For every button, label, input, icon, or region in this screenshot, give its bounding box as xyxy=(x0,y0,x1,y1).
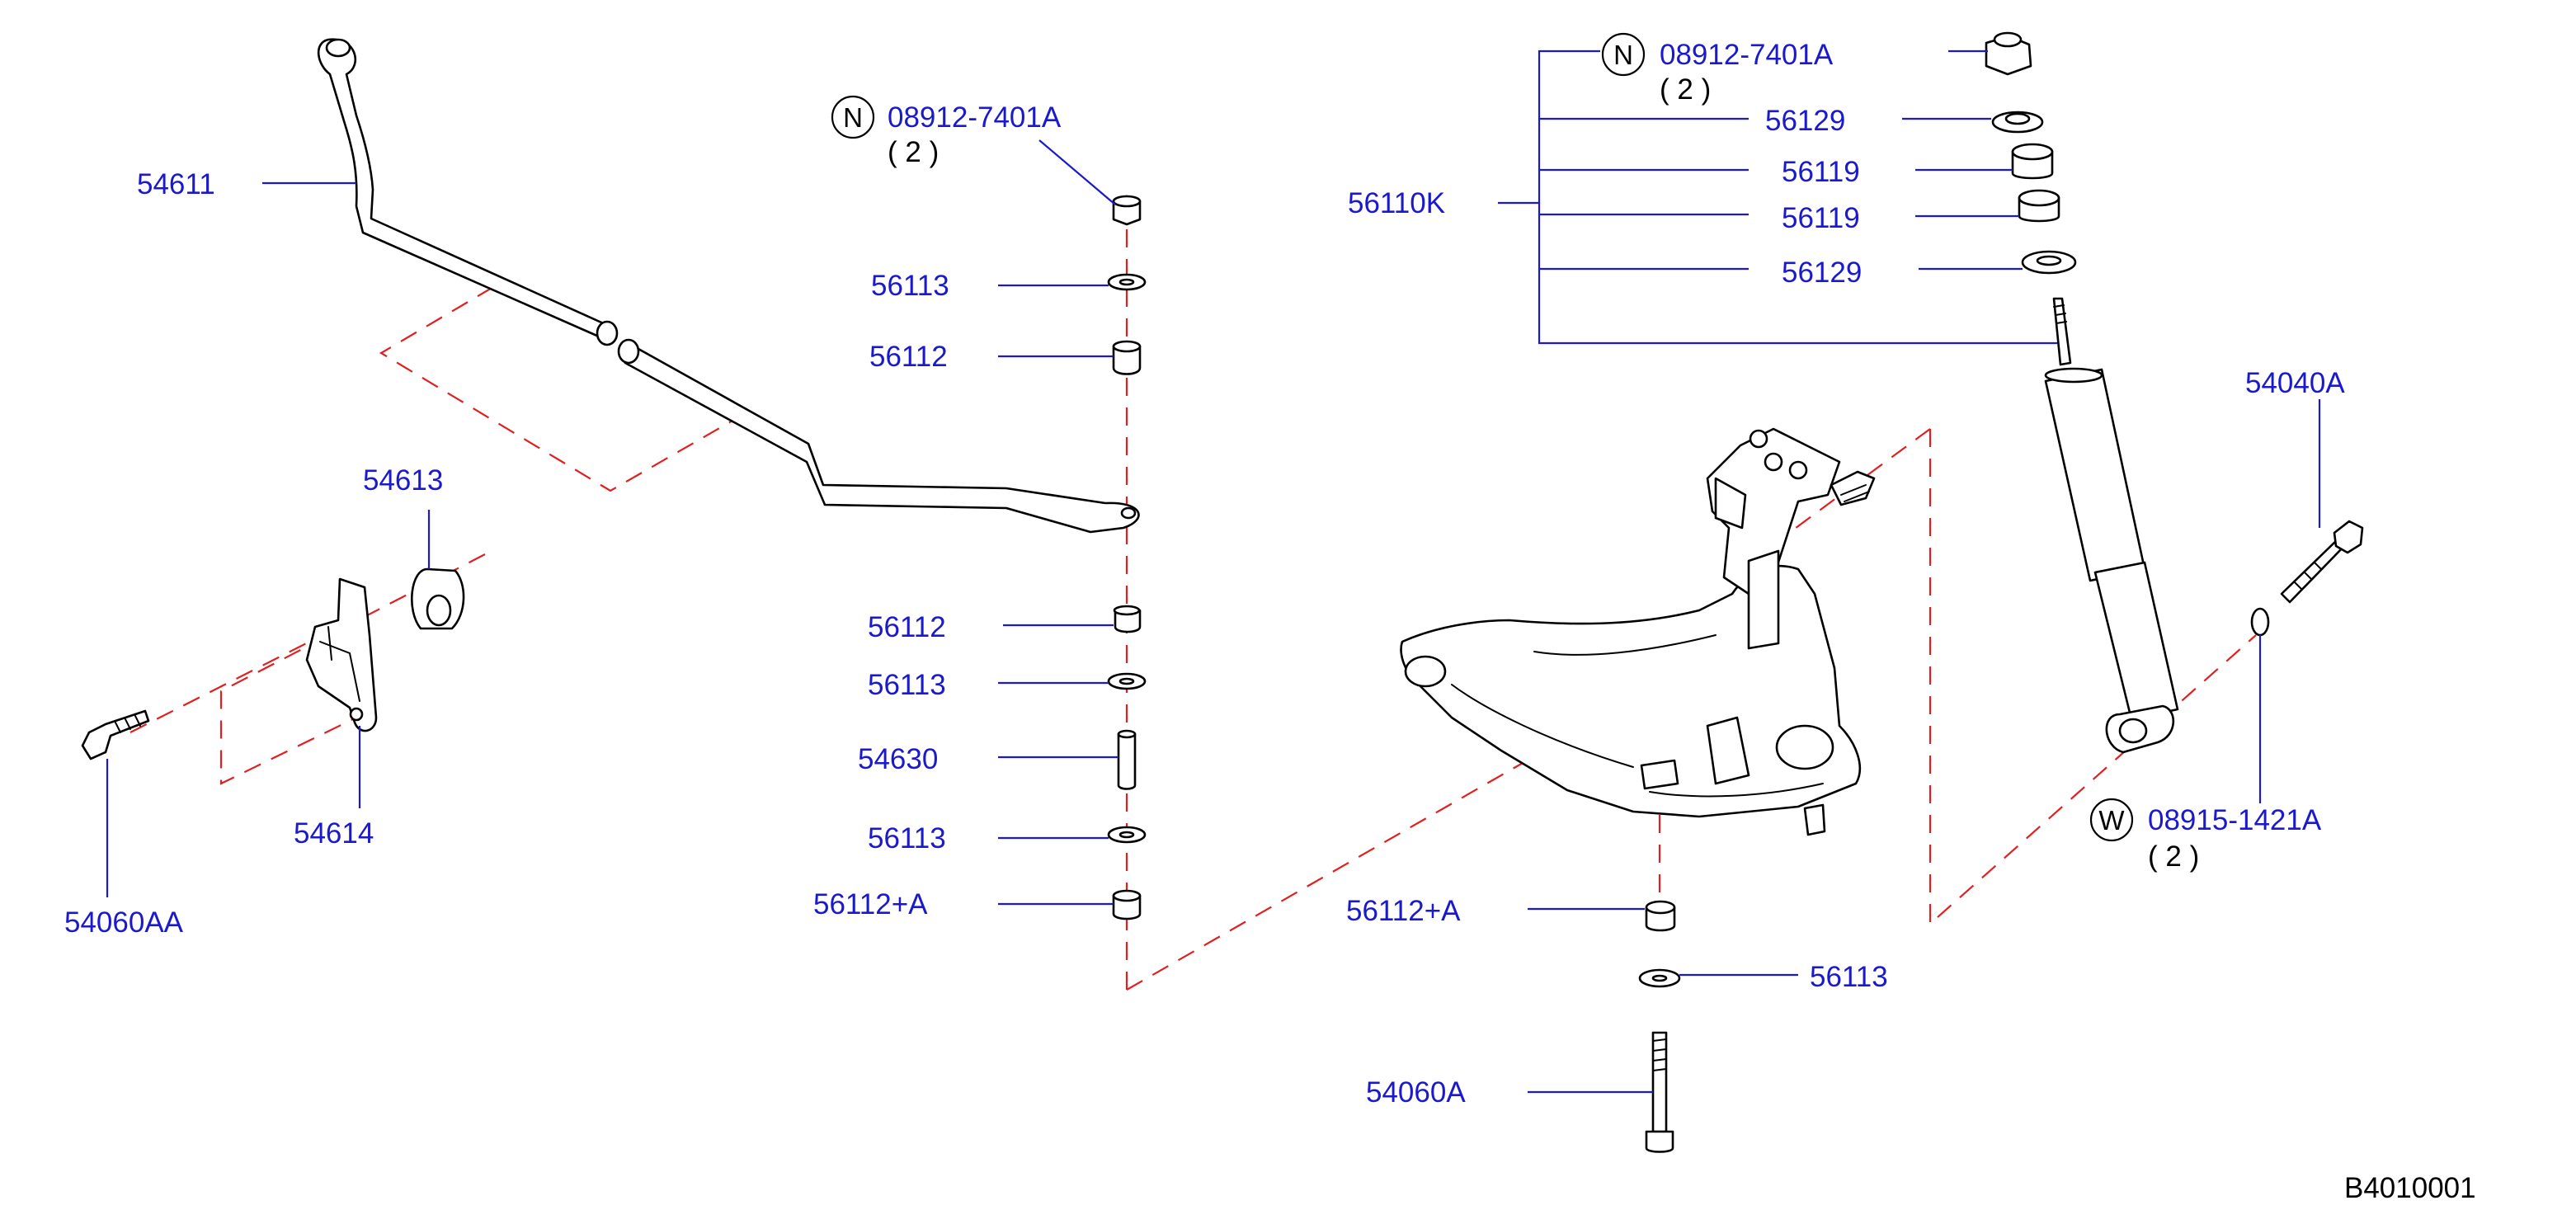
label-56113-d: 56113 xyxy=(1810,961,1888,993)
arm-bolt-stack xyxy=(1638,900,1681,1153)
n-badge-stab-letter: N xyxy=(843,102,863,133)
label-54613: 54613 xyxy=(363,464,443,497)
label-54614: 54614 xyxy=(294,817,374,850)
label-w-washer: 08915-1421A xyxy=(2148,804,2322,836)
shock-mount-stack xyxy=(1985,31,2077,275)
label-56119-a: 56119 xyxy=(1782,156,1860,188)
label-54040A: 54040A xyxy=(2245,367,2345,399)
label-54060A: 54060A xyxy=(1366,1076,1466,1109)
label-56119-b: 56119 xyxy=(1782,202,1860,234)
stabilizer-bracket xyxy=(305,577,378,732)
label-56112a-right: 56112+A xyxy=(1346,895,1461,927)
diagram-code: B4010001 xyxy=(2344,1172,2476,1204)
stabilizer-bar xyxy=(317,38,1140,534)
stab-link-stack xyxy=(1107,195,1147,920)
label-56113-b: 56113 xyxy=(868,669,946,701)
part-labels: 54611 08912-7401A ( 2 ) 56113 56112 5461… xyxy=(64,39,2345,1109)
badges: N N W xyxy=(831,32,2134,842)
qty-n-shock: ( 2 ) xyxy=(1660,73,1711,106)
label-56110K: 56110K xyxy=(1348,187,1445,219)
n-badge-shock xyxy=(1601,32,1646,77)
shock-absorber xyxy=(2044,297,2179,754)
label-54611: 54611 xyxy=(137,168,215,200)
label-56113-c: 56113 xyxy=(868,822,946,854)
stabilizer-bushing xyxy=(410,567,465,630)
label-56112-b: 56112 xyxy=(868,611,946,643)
bracket-bolt xyxy=(81,709,150,760)
label-56129-a: 56129 xyxy=(1765,105,1845,137)
label-56113-a: 56113 xyxy=(871,270,949,302)
n-badge-shock-letter: N xyxy=(1613,40,1633,70)
lower-control-arm xyxy=(1400,427,1876,836)
shock-washer xyxy=(2250,607,2270,637)
label-56129-b: 56129 xyxy=(1782,257,1862,289)
n-badge-stab xyxy=(831,95,875,139)
label-n-shock: 08912-7401A xyxy=(1660,39,1834,71)
label-56112-a: 56112 xyxy=(869,341,948,373)
leader-lines xyxy=(106,49,2321,1094)
label-54060AA: 54060AA xyxy=(64,906,184,939)
w-badge-letter: W xyxy=(2098,805,2125,836)
label-n-stab: 08912-7401A xyxy=(888,101,1062,134)
qty-n-stab: ( 2 ) xyxy=(888,136,939,168)
label-54630: 54630 xyxy=(858,743,938,775)
w-badge xyxy=(2089,798,2134,842)
shock-bolt xyxy=(2280,520,2364,604)
qty-w-washer: ( 2 ) xyxy=(2148,840,2199,873)
label-56112a-left: 56112+A xyxy=(813,888,928,920)
